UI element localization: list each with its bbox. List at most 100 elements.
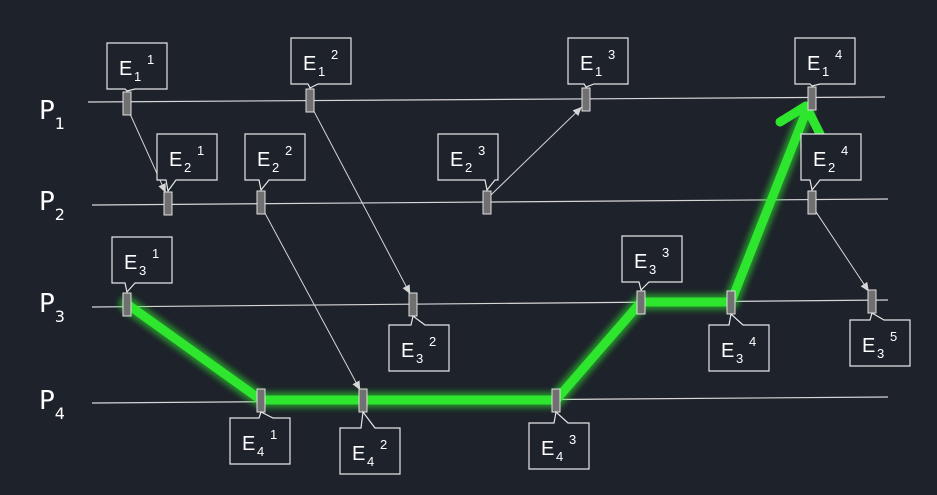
event-superscript: 4 [835,47,842,62]
event-superscript: 4 [841,143,848,158]
process-letter: P [39,96,55,126]
event-marker-e22[interactable] [256,190,266,215]
event-letter: E [634,251,647,273]
event-letter: E [124,252,137,274]
event-letter: E [169,149,182,171]
event-marker-e11[interactable] [122,91,132,116]
callout-box [388,314,450,372]
event-subscript: 1 [134,69,141,84]
event-marker-e24[interactable] [807,190,817,215]
process-subscript: 2 [55,205,65,224]
event-superscript: 2 [429,334,436,349]
event-superscript: 3 [478,143,485,158]
event-letter: E [352,443,365,465]
process-letter: P [39,386,55,416]
event-letter: E [813,149,826,171]
callout-box [708,312,770,372]
event-marker-e13[interactable] [581,87,591,112]
event-superscript: 2 [380,437,387,452]
event-marker-e32[interactable] [408,292,418,317]
event-superscript: 1 [147,52,154,67]
process-label-p1: P1 [39,96,65,133]
event-marker-e35[interactable] [867,289,877,314]
message-arrow-e22-e42 [263,210,361,391]
process-line-p1 [87,96,886,103]
event-superscript: 1 [270,427,277,442]
callout-box [106,42,168,92]
event-superscript: 3 [608,47,615,62]
event-marker-e12[interactable] [305,88,315,113]
event-letter: E [401,340,414,362]
event-marker-e41[interactable] [256,388,266,413]
event-subscript: 3 [736,351,743,366]
process-subscript: 1 [55,114,65,133]
event-letter: E [242,433,255,455]
highlight-arrowhead [775,101,825,139]
event-letter: E [807,53,820,75]
callout-box [290,37,352,89]
callout-box [849,312,911,367]
callout-box [800,133,862,192]
message-arrow-e12-e32 [312,108,411,295]
event-marker-e31[interactable] [122,292,132,317]
event-marker-e43[interactable] [551,388,561,413]
callout-box [156,133,218,193]
event-letter: E [257,149,270,171]
event-subscript: 3 [649,262,656,277]
event-subscript: 2 [272,160,279,175]
event-subscript: 3 [877,346,884,361]
event-subscript: 2 [828,160,835,175]
callout-box [229,411,291,465]
event-letter: E [862,335,875,357]
event-superscript: 1 [197,143,204,158]
event-superscript: 4 [749,334,756,349]
event-superscript: 2 [285,143,292,158]
process-label-p2: P2 [39,187,65,224]
event-marker-e14[interactable] [807,86,817,111]
callout-box [437,133,499,192]
callout-box [111,236,173,294]
event-subscript: 4 [257,444,264,459]
callout-box [621,235,683,292]
event-subscript: 2 [184,160,191,175]
event-subscript: 1 [318,64,325,79]
callout-box [244,133,306,192]
event-subscript: 3 [139,263,146,278]
event-letter: E [580,53,593,75]
event-marker-e23[interactable] [482,190,492,215]
callout-box [794,37,856,87]
event-superscript: 1 [152,246,159,261]
event-letter: E [721,340,734,362]
process-label-p4: P4 [39,386,65,423]
process-letter: P [39,187,55,217]
callout-box [567,37,629,88]
process-line-p3 [91,299,889,308]
event-marker-e42[interactable] [358,388,368,413]
event-subscript: 4 [556,449,563,464]
event-marker-e33[interactable] [636,290,646,315]
event-marker-e34[interactable] [726,290,736,315]
event-marker-e21[interactable] [163,191,173,216]
event-letter: E [450,149,463,171]
callout-box [528,410,590,470]
process-subscript: 4 [55,404,65,423]
event-superscript: 2 [331,47,338,62]
